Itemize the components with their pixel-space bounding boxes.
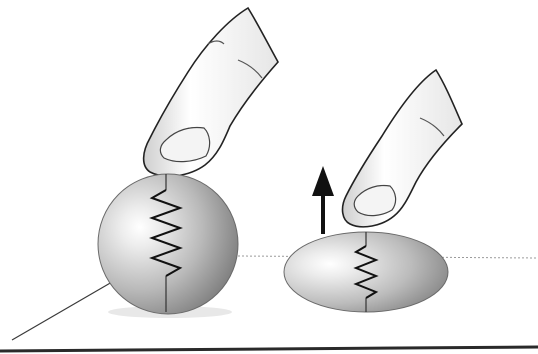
flattened-ball-panel	[284, 70, 462, 312]
right-finger-icon	[343, 70, 462, 227]
left-finger-icon	[144, 8, 278, 176]
ground-surface	[0, 256, 538, 351]
up-arrow-icon	[312, 166, 334, 234]
compressed-ball-panel	[98, 8, 278, 318]
